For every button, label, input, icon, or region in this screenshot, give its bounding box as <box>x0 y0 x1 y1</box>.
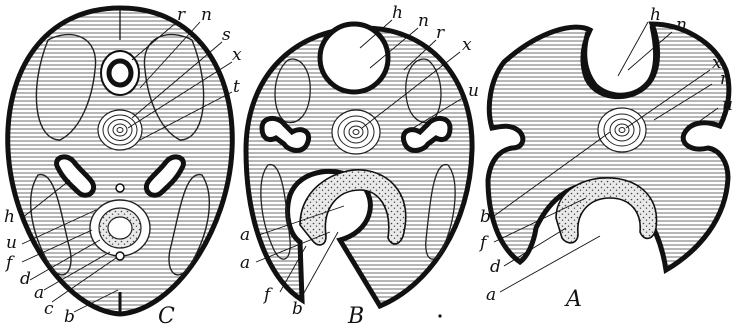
figure-b-label-r: r <box>436 23 445 43</box>
figure-c-label-x: x <box>232 45 242 65</box>
figure-c-label-d: d <box>20 269 31 289</box>
figure-c-label-b: b <box>64 307 75 326</box>
figure-c-label-n: n <box>201 5 212 25</box>
figure-a-label-n: n <box>676 15 687 35</box>
figure-a-label-r: r <box>720 69 729 89</box>
figure-b-label-n: n <box>418 11 429 31</box>
figure-a-label-d: d <box>490 257 501 277</box>
figure-a-label-b: b <box>480 207 491 227</box>
figure-c-label-t: t <box>233 77 240 97</box>
figure-b-label-h: h <box>392 3 403 23</box>
figure-c-label-a: a <box>34 283 44 303</box>
figure-a-caption: A <box>564 287 582 312</box>
figure-c: r n s x t h u f d a c b C <box>4 5 242 326</box>
figure-b-notochord <box>332 110 380 154</box>
figure-a-label-h: h <box>650 5 661 25</box>
figure-a-label-u: u <box>722 95 733 115</box>
figure-a: h n x r u b f d a A <box>478 5 733 312</box>
figure-c-label-c: c <box>44 299 54 319</box>
figure-b-label-b: b <box>292 299 303 319</box>
figure-b-dorsal-cavity <box>320 24 388 92</box>
figure-c-label-r: r <box>177 5 186 25</box>
figure-c-label-u: u <box>6 233 17 253</box>
figure-c-notochord <box>98 110 142 150</box>
figure-b-label-f: f <box>262 285 273 305</box>
figure-a-notochord <box>598 108 646 152</box>
figure-c-caption: C <box>158 304 175 326</box>
figure-b-label-x: x <box>462 35 472 55</box>
figure-c-label-f: f <box>4 253 15 273</box>
figure-a-label-f: f <box>478 233 489 253</box>
figure-c-label-h: h <box>4 207 15 227</box>
figure-a-dorsal-notch <box>585 26 656 95</box>
figure-b-label-u: u <box>468 81 479 101</box>
figure-c-label-s: s <box>222 25 231 45</box>
figure-a-label-a: a <box>486 285 496 305</box>
figure-b-caption: B <box>347 304 364 326</box>
figure-b-label-a-lower: a <box>240 253 250 273</box>
figure-b-label-a-upper: a <box>240 225 250 245</box>
figure-b: h n r x u a a f b B <box>240 3 479 326</box>
